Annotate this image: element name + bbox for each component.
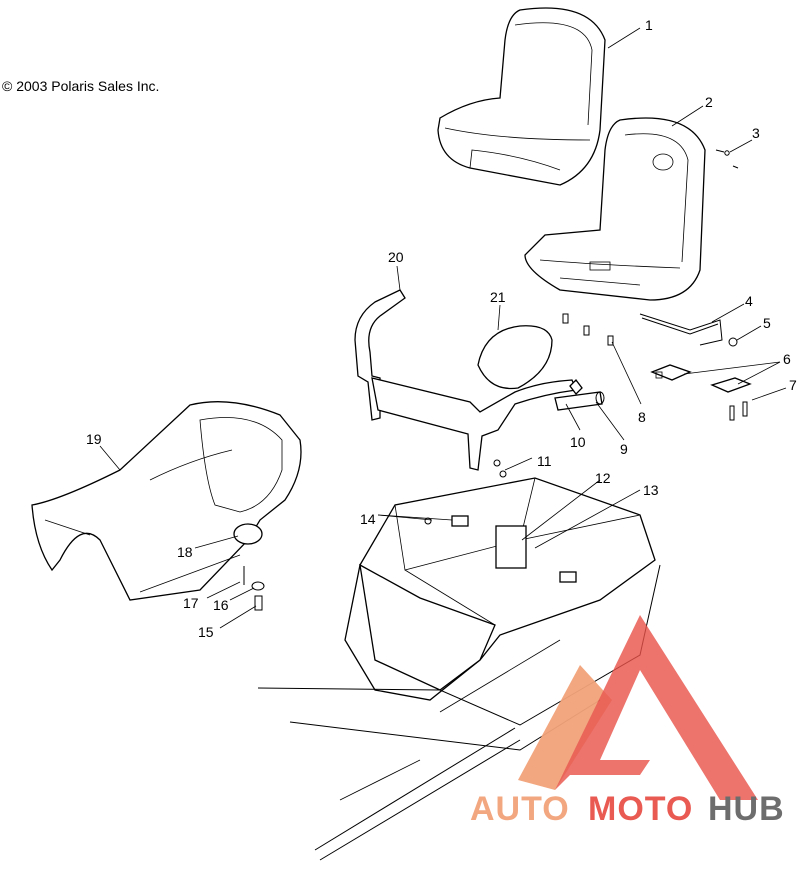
backrest-pad-part [477,325,553,390]
pin-part [562,313,614,346]
callout-labels: 1 2 3 4 5 6 7 8 9 10 11 12 13 14 15 16 1… [86,17,797,640]
callout-14: 14 [360,511,376,527]
callout-21: 21 [490,289,506,305]
callout-16: 16 [213,597,229,613]
callout-20: 20 [388,249,404,265]
logo-text-moto: MOTO [588,790,693,828]
badge-part [233,523,263,545]
seat-hardware-part [243,566,265,611]
callout-11: 11 [537,453,552,469]
callout-2: 2 [705,94,713,110]
callout-3: 3 [752,125,760,141]
callout-19: 19 [86,431,102,447]
latch-rod-part [639,313,723,346]
automotohub-watermark: AUTO MOTO HUB [470,615,785,828]
callout-13: 13 [643,482,659,498]
logo-text-auto: AUTO [470,790,570,828]
bolt-part [729,401,748,421]
rear-seat-part [31,401,302,601]
callout-18: 18 [177,544,193,560]
callout-1: 1 [645,17,653,33]
callout-12: 12 [595,470,611,486]
callout-17: 17 [183,595,199,611]
leader-lines [99,27,787,629]
seat-cushion-part [437,7,606,186]
logo-triangle-red [555,615,758,800]
grab-handle-part [354,289,577,471]
seat-base-part [524,117,706,301]
callout-7: 7 [789,377,797,393]
callout-10: 10 [570,434,586,450]
callout-9: 9 [620,441,628,457]
fastener-part [493,459,507,478]
callout-4: 4 [745,293,753,309]
logo-text-hub: HUB [708,790,785,828]
screw-part [715,149,739,169]
copyright-notice: © 2003 Polaris Sales Inc. [2,78,160,94]
chassis-tunnel-part [257,477,661,861]
latch-bracket-part [650,364,752,393]
callout-6: 6 [783,351,791,367]
logo-triangle-light [518,665,612,790]
callout-5: 5 [763,315,771,331]
callout-15: 15 [198,624,214,640]
callout-8: 8 [638,409,646,425]
clip-part [728,337,738,347]
